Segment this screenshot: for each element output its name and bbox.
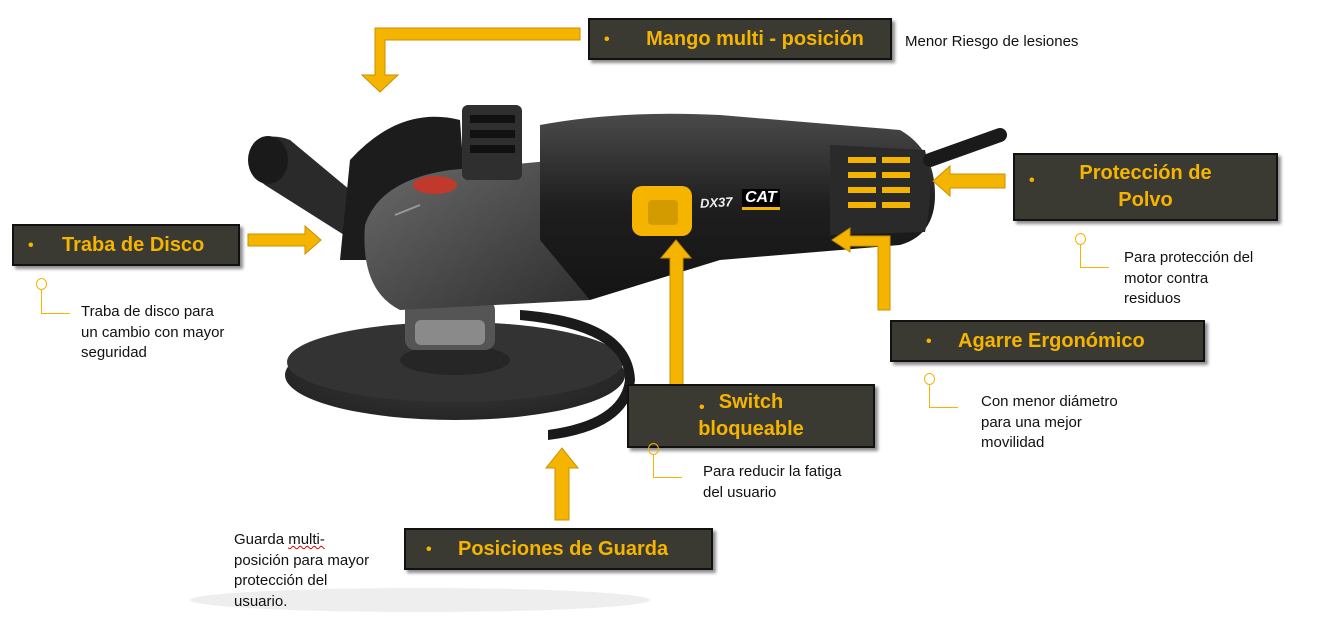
label-guarda-text: Posiciones de Guarda [458,537,669,560]
arrow-traba [247,224,322,256]
arrow-switch [659,239,693,386]
desc-traba-line2: un cambio con mayor [81,323,225,341]
desc-polvo-line2: motor contra [1124,269,1209,287]
label-traba-text: Traba de Disco [62,233,205,256]
marker-line-traba [41,290,70,314]
marker-line-polvo [1080,245,1109,268]
arrow-guarda [544,447,580,521]
desc-traba-line1: Traba de disco para [81,303,214,320]
arrow-agarre [831,227,891,311]
desc-agarre-line2: para una mejor [981,413,1082,431]
desc-guarda-line4: usuario. [234,592,288,610]
label-switch-line2: bloqueable [698,418,804,440]
label-mango: • Mango multi - posición [588,18,892,60]
desc-guarda-line2: posición para mayor [234,551,370,569]
desc-switch: Para reducir la fatiga del usuario [703,462,841,503]
desc-guarda-line3: protección del [234,572,328,589]
desc-polvo-line1: Para protección del [1124,249,1254,266]
desc-agarre-line3: movilidad [981,434,1045,451]
bullet: • [699,399,705,416]
marker-agarre [924,373,935,385]
arrow-polvo [932,164,1006,198]
desc-traba-line3: seguridad [81,344,147,361]
brand-logo: CAT [742,189,780,210]
label-switch-line1: Switch [718,391,784,413]
bullet: • [426,540,432,558]
label-polvo: • Protección de Polvo [1013,153,1278,221]
marker-switch [648,443,659,455]
marker-line-switch [653,455,682,478]
desc-agarre-line1: Con menor diámetro [981,393,1118,410]
arrow-mango [360,27,581,93]
desc-polvo: Para protección del motor contra residuo… [1124,248,1253,310]
label-mango-text: Mango multi - posición [646,27,864,50]
desc-mango: Menor Riesgo de lesiones [905,33,1079,50]
desc-guarda-line1a: Guarda [234,531,289,548]
bullet: • [926,332,932,350]
desc-guarda-line1b: multi- [288,531,325,548]
label-guarda: • Posiciones de Guarda [404,528,713,570]
label-polvo-line2: Polvo [1118,189,1173,211]
desc-switch-line2: del usuario [703,483,777,501]
desc-switch-line1: Para reducir la fatiga [703,463,842,480]
label-traba: • Traba de Disco [12,224,240,266]
desc-guarda: Guarda multi- posición para mayor protec… [234,530,369,612]
desc-polvo-line3: residuos [1124,290,1181,307]
label-polvo-line1: Protección de [1079,162,1212,184]
marker-line-agarre [929,385,958,408]
label-switch: • Switch bloqueable [627,384,875,448]
marker-traba [36,278,47,290]
marker-polvo [1075,233,1086,245]
desc-agarre: Con menor diámetro para una mejor movili… [981,392,1118,454]
bullet: • [28,236,34,254]
desc-traba: Traba de disco para un cambio con mayor … [81,302,224,364]
label-agarre: • Agarre Ergonómico [890,320,1205,362]
bullet: • [1029,172,1035,189]
label-agarre-text: Agarre Ergonómico [958,329,1145,352]
bullet: • [604,30,610,48]
